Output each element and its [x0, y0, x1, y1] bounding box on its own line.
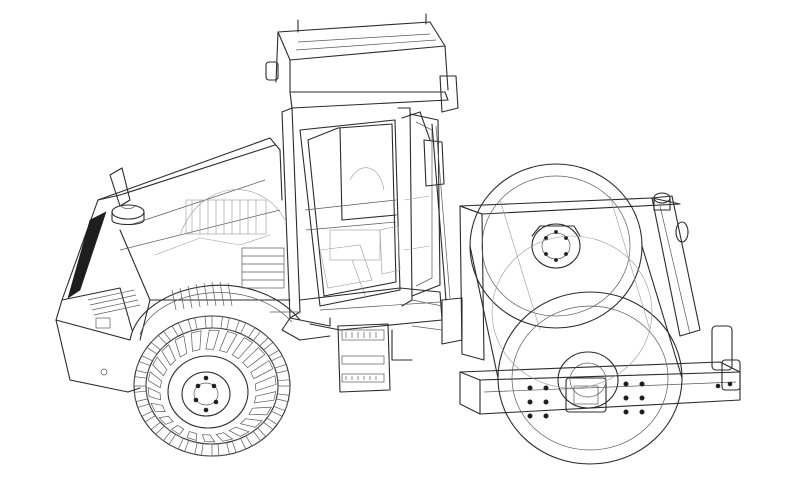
- exhaust-pipe: [109, 167, 145, 226]
- tire-tread-block: [177, 318, 193, 335]
- front-drum: [469, 163, 683, 465]
- tire-tread-block: [239, 418, 263, 428]
- tire-tread-block: [162, 325, 179, 342]
- tire-tread-block: [240, 322, 256, 339]
- tire-tread-block: [201, 443, 213, 457]
- tire-tread-block: [271, 355, 287, 369]
- tire-tread-block: [205, 329, 220, 350]
- tire-tread-block: [184, 439, 198, 455]
- tire-tread-block: [133, 376, 147, 387]
- tire-tread-block: [253, 391, 277, 404]
- tire-tread-block: [141, 346, 158, 362]
- tire-tread-block: [202, 434, 216, 443]
- tire-tread-block: [257, 421, 274, 438]
- tire-tread-block: [186, 431, 197, 441]
- tire-tread-block: [228, 426, 250, 437]
- rear-wheel: [133, 315, 291, 457]
- tire-tread-block: [248, 406, 272, 416]
- tire-tread-block: [152, 356, 168, 377]
- tire-tread-block: [137, 403, 153, 417]
- tire-tread-block: [266, 410, 283, 426]
- tire-tread-block: [168, 433, 184, 450]
- tire-tread-block: [147, 371, 162, 389]
- tire-tread-block: [155, 425, 172, 442]
- tire-tread-block: [150, 402, 166, 412]
- operator-cab: [265, 13, 459, 331]
- tire-tread-block: [226, 317, 240, 333]
- tire-tread-block: [277, 385, 291, 396]
- engine-hood: [55, 137, 301, 393]
- tire-tread-block: [147, 387, 162, 401]
- tire-tread-block: [273, 398, 289, 412]
- tire-tread-block: [254, 375, 277, 392]
- tire-tread-block: [231, 437, 247, 454]
- tire-tread-block: [252, 330, 269, 347]
- tire-tread-block: [161, 344, 176, 366]
- tire-tread-block: [231, 337, 254, 360]
- tire-tread-block: [275, 369, 291, 382]
- tire-tread-block: [144, 415, 161, 431]
- articulation-joint: [270, 297, 463, 345]
- access-ladder: [337, 323, 413, 393]
- tire-tread-block: [170, 424, 185, 435]
- tire-tread-block: [263, 341, 280, 357]
- tire-tread-block: [250, 360, 274, 380]
- tire-tread-block: [211, 315, 223, 329]
- drum-frame: [459, 192, 741, 419]
- tire-tread-block: [217, 442, 230, 457]
- tire-tread-block: [245, 430, 262, 447]
- tire-tread-block: [215, 432, 234, 442]
- tire-tread-block: [158, 415, 174, 425]
- tire-tread-block: [150, 334, 167, 351]
- tire-tread-block: [242, 347, 266, 369]
- tire-tread-block: [219, 331, 238, 353]
- tire-tread-block: [135, 360, 151, 374]
- tire-tread-block: [191, 330, 202, 352]
- tire-tread-block: [174, 335, 188, 358]
- tire-tread-block: [194, 315, 207, 330]
- tire-tread-block: [133, 390, 149, 403]
